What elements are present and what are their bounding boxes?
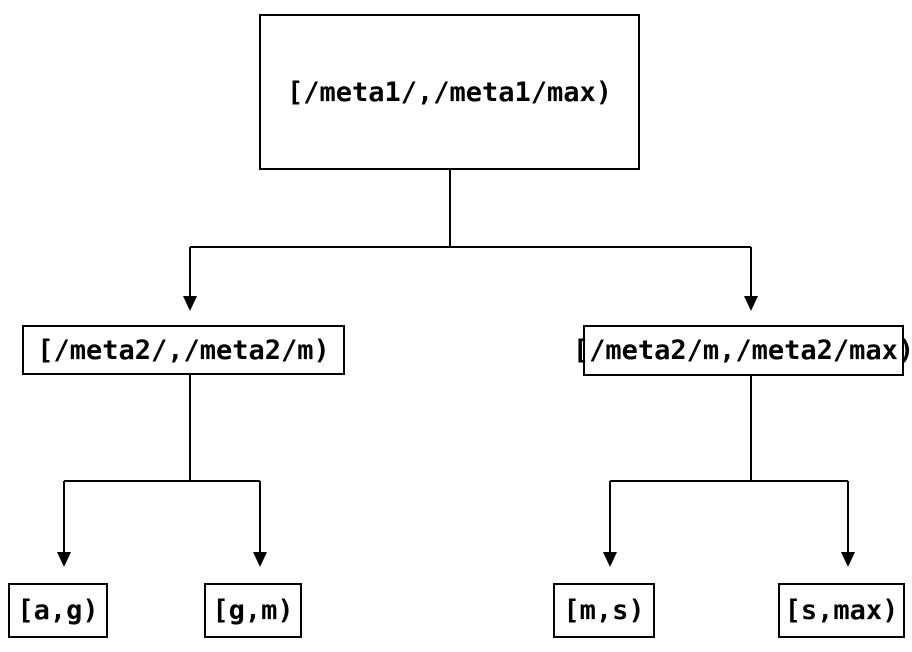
- connector-right-subtree: [603, 376, 855, 567]
- arrowhead-down-icon: [183, 296, 197, 311]
- tree-node-leaf-gm: [g,m): [204, 583, 302, 638]
- tree-node-leaf-smax: [s,max): [778, 583, 905, 638]
- tree-node-leaf-ms: [m,s): [553, 583, 655, 638]
- tree-node-meta2-left: [/meta2/,/meta2/m): [22, 325, 345, 375]
- tree-node-leaf-ag: [a,g): [8, 583, 108, 638]
- connector-root-to-level2: [183, 170, 758, 311]
- arrowhead-down-icon: [603, 552, 617, 567]
- arrowhead-down-icon: [57, 552, 71, 567]
- arrowhead-down-icon: [253, 552, 267, 567]
- tree-node-meta2-right: [/meta2/m,/meta2/max): [573, 325, 912, 376]
- connector-left-subtree: [57, 375, 267, 567]
- connector-line: [609, 376, 849, 552]
- connector-line: [63, 375, 261, 552]
- tree-node-root: [/meta1/,/meta1/max): [259, 14, 640, 170]
- arrowhead-down-icon: [841, 552, 855, 567]
- connector-line: [189, 170, 752, 296]
- arrowhead-down-icon: [744, 296, 758, 311]
